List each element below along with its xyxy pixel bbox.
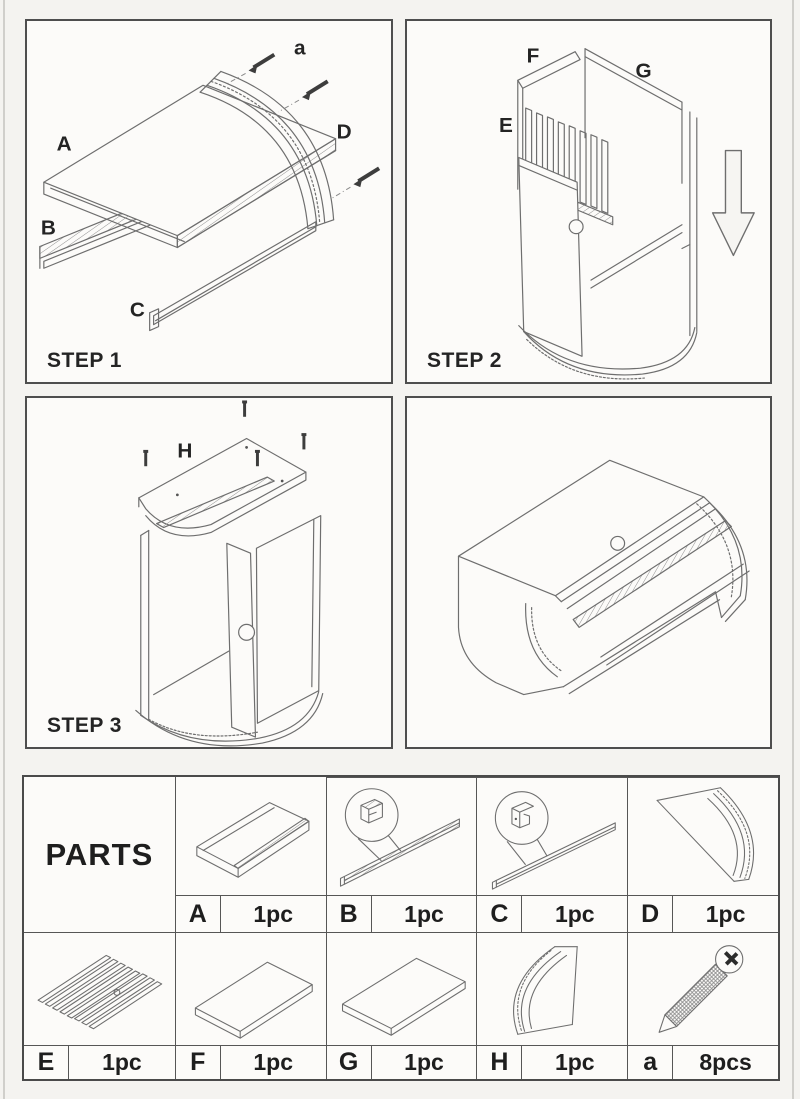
- cabinet-body-drawing: [135, 476, 324, 747]
- parts-table: PARTS: [22, 775, 780, 1081]
- part-qty: 1pc: [554, 900, 595, 927]
- part-label-row: F 1pc: [174, 1045, 326, 1079]
- part-label-screw-a: a: [294, 37, 306, 60]
- part-image-a-board: [174, 777, 326, 895]
- parts-title: PARTS: [45, 836, 154, 872]
- part-image-g-board: [325, 932, 477, 1045]
- part-label-row: C 1pc: [476, 895, 628, 932]
- part-qty: 1pc: [102, 1049, 142, 1075]
- panel-step-2: F G E STEP 2: [405, 19, 772, 384]
- part-label-row: G 1pc: [325, 1045, 477, 1079]
- rail-c-drawing: [149, 221, 317, 332]
- step2-drawing: F G E: [499, 45, 755, 380]
- finished-breadbox-drawing: [457, 459, 750, 696]
- part-qty: 1pc: [705, 900, 746, 927]
- part-label-row: a 8pcs: [627, 1045, 778, 1079]
- part-image-b-rail: [325, 777, 477, 895]
- pin-icon: [242, 400, 248, 417]
- part-image-screw: [627, 932, 778, 1045]
- pin-icon: [301, 433, 307, 450]
- magnifier-icon: [495, 791, 549, 845]
- part-label-c-rail: C: [130, 299, 145, 322]
- step1-drawing: A B C D a: [39, 37, 381, 332]
- part-qty: 1pc: [253, 900, 294, 927]
- step2-caption: STEP 2: [427, 349, 502, 372]
- part-qty: 1pc: [404, 900, 444, 927]
- part-image-e-slats: [24, 932, 175, 1045]
- part-letter: H: [477, 1046, 523, 1079]
- part-label-row: B 1pc: [325, 895, 477, 932]
- part-label-row: E 1pc: [24, 1045, 175, 1079]
- part-image-d-side: [627, 777, 778, 895]
- part-label-a-board: A: [57, 133, 72, 156]
- part-label-f-board: F: [527, 45, 540, 68]
- knob: [568, 219, 584, 235]
- scan-edge-artifact: [792, 0, 794, 1099]
- step3-drawing: H: [135, 400, 324, 747]
- part-letter: E: [24, 1046, 69, 1079]
- part-letter: a: [628, 1046, 674, 1079]
- curved-side-d-drawing: [199, 70, 335, 230]
- part-letter: A: [176, 896, 221, 932]
- screw-icons: [227, 52, 381, 200]
- part-letter: D: [628, 896, 674, 932]
- part-label-e-panel: E: [499, 114, 513, 137]
- curved-side-drawing: [696, 496, 748, 623]
- knob: [610, 535, 626, 551]
- board-a-drawing: [43, 84, 337, 249]
- panel-step-1: A B C D a STEP 1: [25, 19, 393, 384]
- part-label-b-rail: B: [41, 217, 56, 240]
- panel-finished-unit: [405, 396, 772, 749]
- part-image-f-board: [174, 932, 326, 1045]
- part-label-d-side: D: [337, 121, 352, 144]
- part-label-row: H 1pc: [476, 1045, 628, 1079]
- lid-top-face: [457, 459, 705, 597]
- part-qty: 1pc: [404, 1049, 444, 1075]
- part-letter: B: [327, 896, 372, 932]
- part-letter: C: [477, 896, 523, 932]
- curved-top-h-drawing: [138, 437, 307, 537]
- part-label-row: A 1pc: [174, 895, 326, 932]
- screw-icon: [330, 166, 381, 200]
- pin-icons: [143, 400, 307, 467]
- part-letter: F: [176, 1046, 221, 1079]
- step1-caption: STEP 1: [47, 349, 122, 372]
- phillips-mark-icon: [724, 951, 739, 966]
- part-qty: 1pc: [554, 1049, 595, 1075]
- parts-title-cell: PARTS: [24, 777, 175, 932]
- board-g-drawing: [584, 48, 698, 337]
- step3-caption: STEP 3: [47, 714, 122, 737]
- part-label-h-top: H: [177, 439, 192, 462]
- part-qty: 1pc: [253, 1049, 294, 1075]
- screw-icon: [277, 79, 329, 113]
- curved-base-drawing: [518, 325, 698, 380]
- knob: [238, 623, 256, 641]
- part-letter: G: [327, 1046, 372, 1079]
- pin-icon: [254, 449, 260, 467]
- front-opening-drawing: [562, 520, 750, 695]
- panel-step-3: H STEP 3: [25, 396, 393, 749]
- scan-edge-artifact: [3, 0, 5, 1099]
- front-door-drawing: [518, 156, 584, 357]
- magnifier-icon: [344, 788, 399, 842]
- part-qty: 8pcs: [699, 1049, 752, 1075]
- down-arrow-icon: [711, 149, 755, 257]
- knob: [113, 988, 121, 996]
- pin-icon: [143, 449, 149, 467]
- left-side-drawing: [457, 555, 564, 696]
- part-label-g-board: G: [635, 59, 651, 82]
- part-image-c-rail: [476, 777, 628, 895]
- part-label-row: D 1pc: [627, 895, 778, 932]
- screw-icon: [227, 52, 276, 84]
- part-image-h-top: [476, 932, 628, 1045]
